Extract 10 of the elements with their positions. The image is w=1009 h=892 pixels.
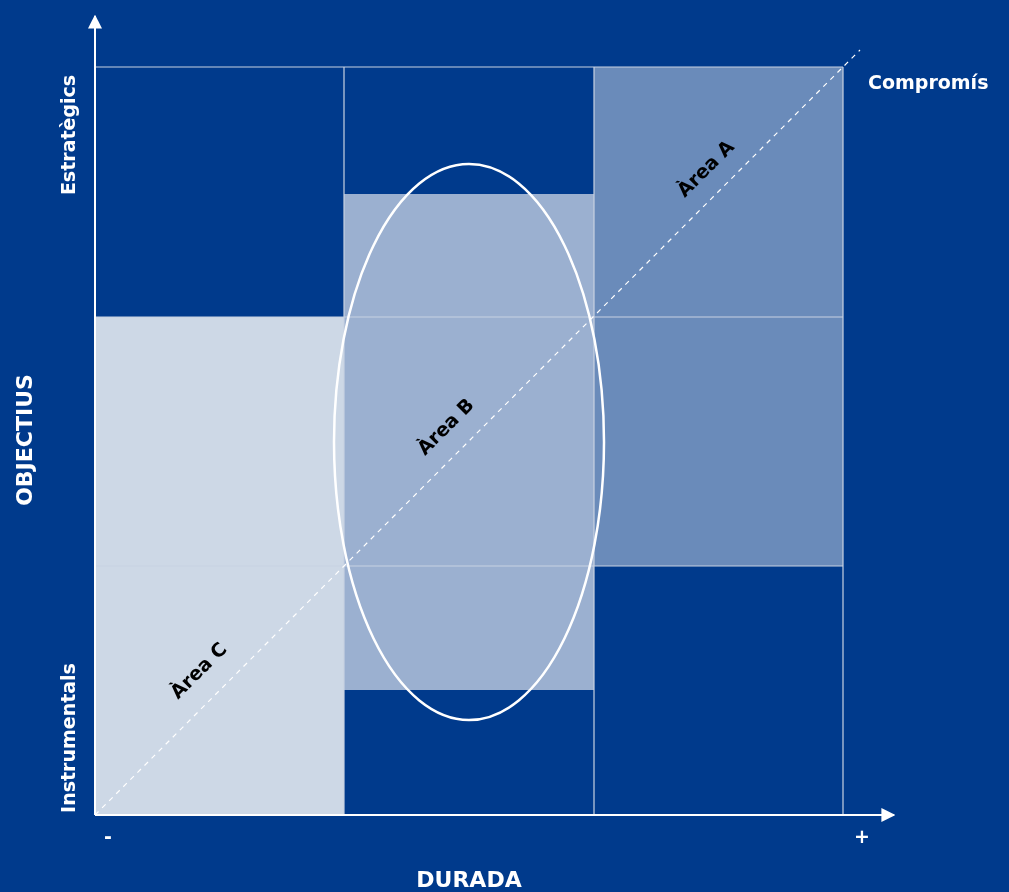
- axis-tick-label: Estratègics: [57, 74, 79, 196]
- axis-tick-label: -: [104, 825, 112, 847]
- diagonal-label: Compromís: [868, 71, 989, 93]
- area-region: [344, 194, 594, 690]
- area-region: [95, 317, 344, 815]
- area-region: [594, 67, 843, 566]
- axis-tick-label: +: [854, 825, 870, 847]
- axis-tick-label: Instrumentals: [57, 663, 79, 813]
- axis-title: OBJECTIUS: [11, 374, 37, 506]
- axis-title: DURADA: [416, 866, 522, 892]
